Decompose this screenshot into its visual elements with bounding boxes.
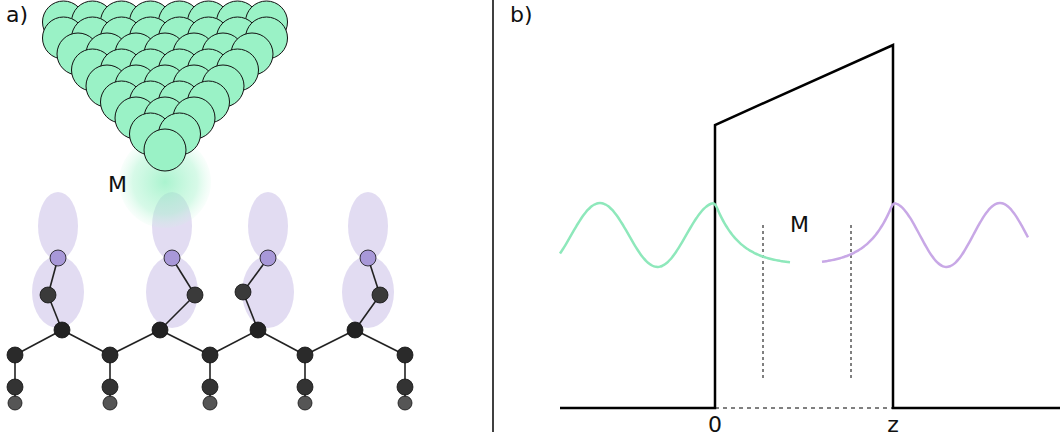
panel-divider	[492, 0, 494, 432]
tip-wavefunction	[560, 203, 790, 267]
axis-label: 0	[708, 414, 722, 436]
tunnel-barrier	[560, 45, 1060, 408]
region-label: M	[108, 174, 127, 196]
axis-label: z	[887, 414, 899, 436]
region-label: M	[790, 214, 809, 236]
surface-chain	[7, 192, 413, 410]
sample-wavefunction	[822, 203, 1028, 267]
panel-label: a)	[6, 4, 28, 26]
panel-label: b)	[510, 4, 533, 26]
stm-tip	[43, 1, 288, 228]
wavefunctions	[560, 203, 1028, 267]
